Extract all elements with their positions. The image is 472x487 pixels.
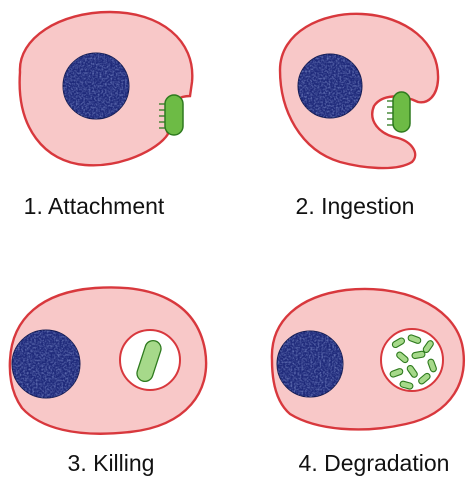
nucleus-4 [277, 331, 343, 397]
nucleus-2 [298, 54, 362, 118]
step-3-label: 3. Killing [68, 450, 155, 477]
nucleus-1 [63, 53, 129, 119]
nucleus-3 [12, 330, 80, 398]
step-2-ingestion [280, 14, 438, 168]
receptor-bonds-2 [387, 101, 393, 125]
step-1-attachment [20, 12, 193, 165]
step-1-label: 1. Attachment [24, 193, 165, 220]
step-4-label: 4. Degradation [299, 450, 450, 477]
bacterium-ingested-2 [387, 92, 410, 132]
step-3-killing [10, 287, 206, 433]
step-2-label: 2. Ingestion [296, 193, 415, 220]
step-4-degradation [272, 289, 464, 429]
